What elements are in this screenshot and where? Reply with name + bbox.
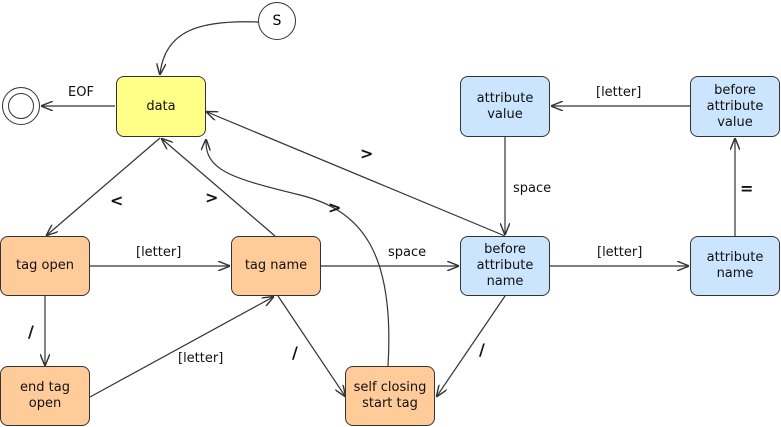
edge-gt-beforeattr [207, 112, 506, 237]
label-gt-beforeattr: > [360, 144, 374, 163]
edge-slash-beforeattr [437, 295, 506, 396]
label-eof: EOF [68, 85, 94, 100]
node-self-closing-start-tag: self closing start tag [345, 366, 435, 426]
node-data: data [116, 76, 206, 137]
label-letter-value: [letter] [596, 85, 642, 100]
label-letter-beforeattr: [letter] [597, 245, 643, 260]
node-attribute-name: attribute name [690, 236, 780, 296]
node-before-attribute-name: before attribute name [460, 236, 550, 296]
label-letter-endtag: [letter] [178, 351, 224, 366]
edge-letter-endtag [89, 297, 273, 398]
edge-start-data [160, 21, 259, 74]
final-state [2, 87, 40, 125]
label-space-value: space [513, 181, 552, 196]
label-eq: = [740, 179, 754, 198]
node-tag-open: tag open [0, 236, 90, 296]
edge-slash-tagname [277, 295, 345, 396]
label-gt-selfclosing: > [328, 198, 342, 217]
label-slash-beforeattr: / [479, 340, 485, 359]
label-space-tagname: space [388, 245, 427, 260]
node-tag-name: tag name [231, 236, 321, 296]
node-end-tag-open: end tag open [0, 366, 90, 426]
node-attribute-value: attribute value [460, 76, 550, 137]
edge-gt-tagname [162, 139, 276, 237]
node-before-attribute-value: before attribute value [690, 76, 780, 137]
label-slash-tagname: / [292, 343, 298, 362]
label-gt-tagname: > [205, 188, 219, 207]
edge-gt-selfclosing [206, 140, 390, 367]
label-slash-tagopen: / [28, 322, 34, 341]
label-letter-tagopen: [letter] [136, 245, 182, 260]
start-state: S [258, 2, 296, 40]
label-lt: < [110, 191, 124, 210]
edge-lt [47, 137, 161, 235]
